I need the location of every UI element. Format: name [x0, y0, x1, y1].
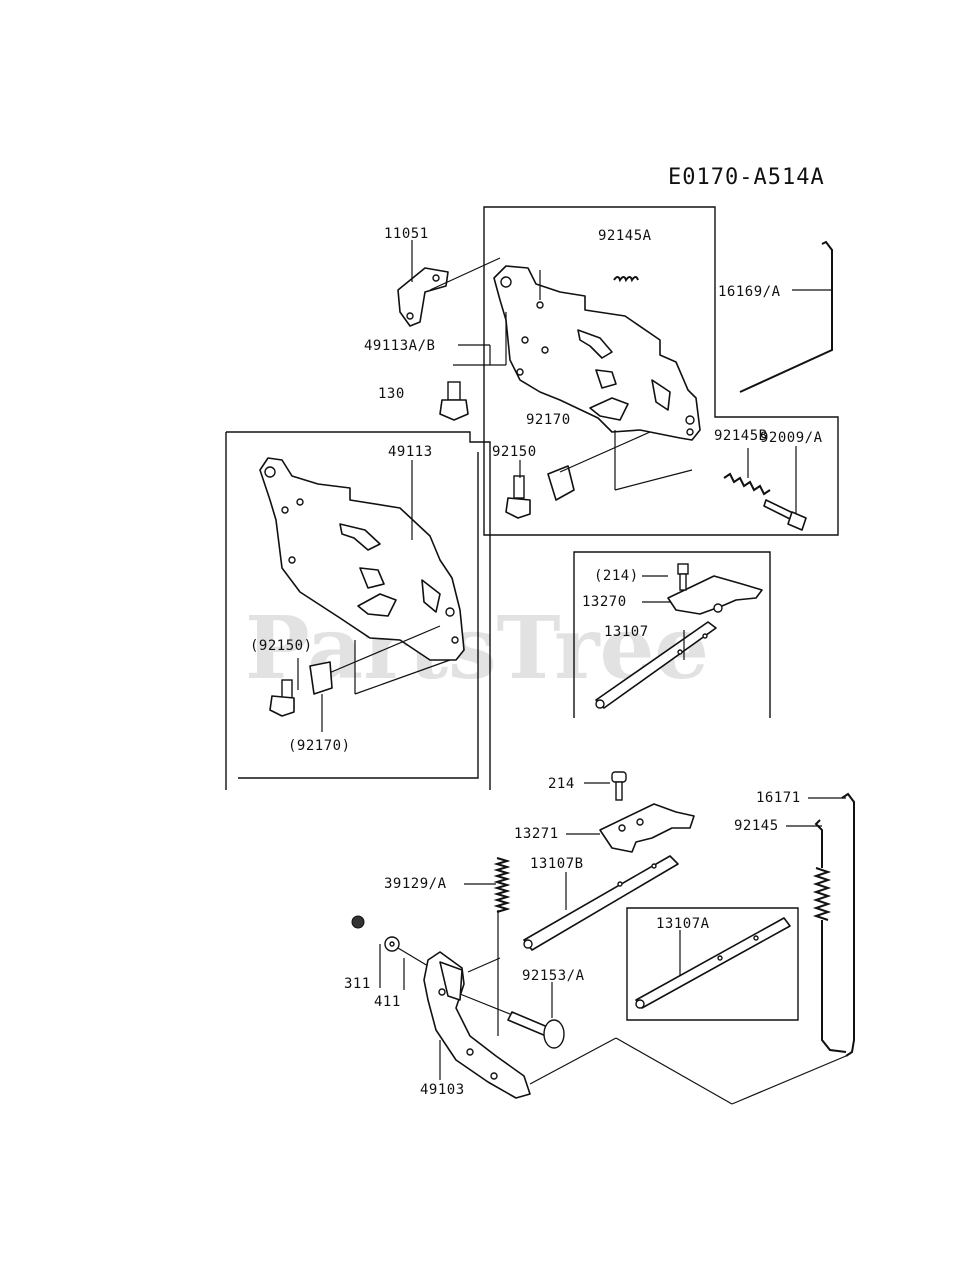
- plate-13271: [599, 803, 695, 853]
- shaft-13107: [595, 621, 717, 709]
- screw-214p: [677, 563, 689, 591]
- label-16171: 16171: [756, 790, 801, 806]
- control-plate-upper: [493, 265, 701, 441]
- lever-49103: [423, 951, 531, 1099]
- plate-13270: [667, 575, 763, 615]
- bolt-92009A: [763, 499, 807, 531]
- label-311: 311: [344, 976, 371, 992]
- label-92153A: 92153/A: [522, 968, 585, 984]
- label-13107B: 13107B: [530, 856, 584, 872]
- left-assembly-frame: [226, 431, 491, 790]
- shaft-13107A: [635, 917, 791, 1009]
- label-92145B: 92145B: [714, 428, 768, 444]
- label-411: 411: [374, 994, 401, 1010]
- label-214-paren: (214): [594, 568, 639, 584]
- upper-assembly-frame: [483, 206, 839, 536]
- bolt-92150-left: [269, 679, 295, 717]
- label-92145A: 92145A: [598, 228, 652, 244]
- nut-311: [351, 915, 365, 929]
- label-49113AB: 49113A/B: [364, 338, 435, 354]
- label-13107A: 13107A: [656, 916, 710, 932]
- rod-16169A: [739, 240, 833, 393]
- label-130: 130: [378, 386, 405, 402]
- bolt-92150-upper: [505, 475, 531, 519]
- diagram-code: E0170-A514A: [668, 165, 825, 190]
- label-92170: 92170: [526, 412, 571, 428]
- label-16169A: 16169/A: [718, 284, 781, 300]
- label-92150: 92150: [492, 444, 537, 460]
- label-92170-paren: (92170): [288, 738, 351, 754]
- label-92145: 92145: [734, 818, 779, 834]
- clip-92170-upper: [547, 465, 575, 501]
- label-92150-paren: (92150): [250, 638, 313, 654]
- washer-411: [384, 936, 400, 952]
- shaft-13107B: [523, 855, 679, 951]
- control-plate-left: [259, 457, 465, 661]
- shaft-assembly-frame: [573, 551, 771, 718]
- label-11051: 11051: [384, 226, 429, 242]
- label-49103: 49103: [420, 1082, 465, 1098]
- label-13107: 13107: [604, 624, 649, 640]
- clip-92170-left: [309, 661, 333, 695]
- label-214: 214: [548, 776, 575, 792]
- bolt-130: [439, 381, 469, 421]
- bracket-11051: [397, 267, 449, 327]
- label-13270: 13270: [582, 594, 627, 610]
- rod-16171: [841, 792, 855, 1057]
- spring-39129A: [493, 857, 511, 913]
- spring-92145: [812, 819, 847, 1053]
- shaft-13107A-frame: [626, 907, 799, 1021]
- screw-214: [611, 771, 627, 801]
- label-13271: 13271: [514, 826, 559, 842]
- spring-92145B: [723, 472, 771, 496]
- label-92009A: 92009/A: [760, 430, 823, 446]
- label-39129A: 39129/A: [384, 876, 447, 892]
- spring-92145A: [613, 276, 639, 283]
- label-49113: 49113: [388, 444, 433, 460]
- bolt-92153A: [507, 1011, 565, 1049]
